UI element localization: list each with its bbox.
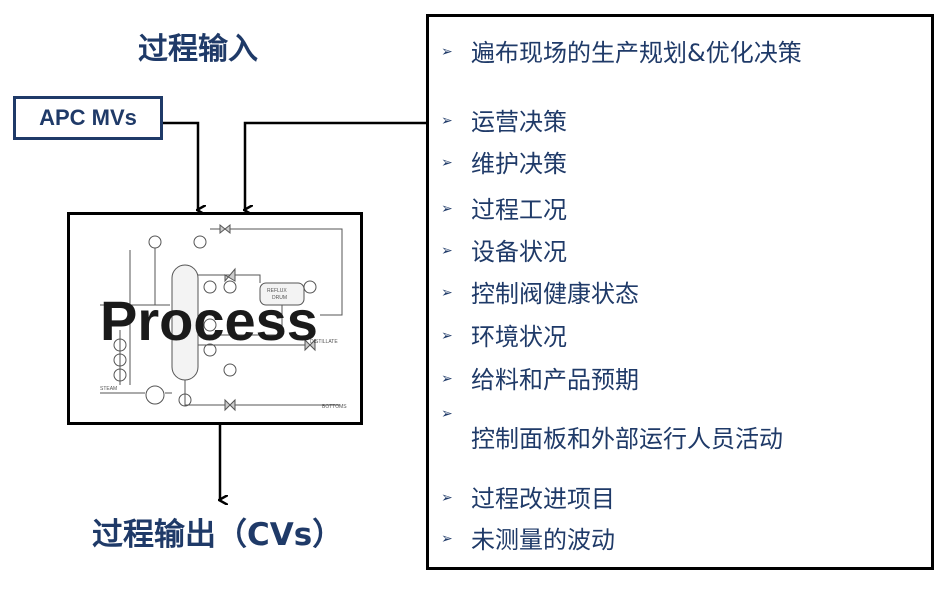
bottoms-label: BOTTOMS [322, 404, 347, 410]
list-item: ➢控制阀健康状态 [441, 280, 639, 308]
list-item: ➢环境状况 [441, 323, 567, 351]
process-flow-diagram: REFLUX DRUM BOTTOMS STEAM DISTILLATE [100, 223, 347, 412]
bullet-arrow-icon: ➢ [441, 113, 453, 129]
list-item: ➢维护决策 [441, 150, 567, 178]
bullet-arrow-icon: ➢ [441, 201, 453, 217]
bullet-arrow-icon: ➢ [441, 406, 453, 422]
apc-mvs-label: APC MVs [39, 105, 137, 130]
apc-to-process-arrow [163, 121, 198, 210]
list-item: ➢过程工况 [441, 196, 567, 224]
list-item: ➢运营决策 [441, 108, 567, 136]
factors-to-process-arrow [245, 121, 426, 210]
bullet-arrow-icon: ➢ [441, 490, 453, 506]
list-item: ➢给料和产品预期 [441, 366, 639, 394]
bullet-arrow-icon: ➢ [441, 328, 453, 344]
bullet-arrow-icon: ➢ [441, 285, 453, 301]
apc-mvs-box: APC MVs [13, 96, 163, 140]
disturbance-factors-box: ➢遍布现场的生产规划&优化决策 ➢运营决策 ➢维护决策 ➢过程工况 ➢设备状况 … [426, 14, 934, 570]
reflux-label: REFLUX [267, 288, 287, 294]
bullet-arrow-icon: ➢ [441, 371, 453, 387]
list-item: ➢过程改进项目 [441, 485, 615, 513]
process-label: Process [100, 289, 318, 352]
list-item: ➢未测量的波动 [441, 526, 615, 554]
list-item: ➢遍布现场的生产规划&优化决策 [441, 39, 802, 67]
bullet-arrow-icon: ➢ [441, 531, 453, 547]
bullet-arrow-icon: ➢ [441, 155, 453, 171]
bullet-arrow-icon: ➢ [441, 44, 453, 60]
steam-label: STEAM [100, 386, 117, 392]
distillate-label: DISTILLATE [310, 339, 338, 345]
list-item: ➢设备状况 [441, 238, 567, 266]
process-input-title: 过程输入 [138, 32, 258, 67]
process-box: REFLUX DRUM BOTTOMS STEAM DISTILLATE Pro… [67, 212, 363, 425]
list-item: ➢控制面板和外部运行人员活动 [441, 406, 783, 453]
process-output-title: 过程输出（CVs） [92, 517, 344, 553]
bullet-arrow-icon: ➢ [441, 243, 453, 259]
drum-label: DRUM [272, 295, 287, 301]
